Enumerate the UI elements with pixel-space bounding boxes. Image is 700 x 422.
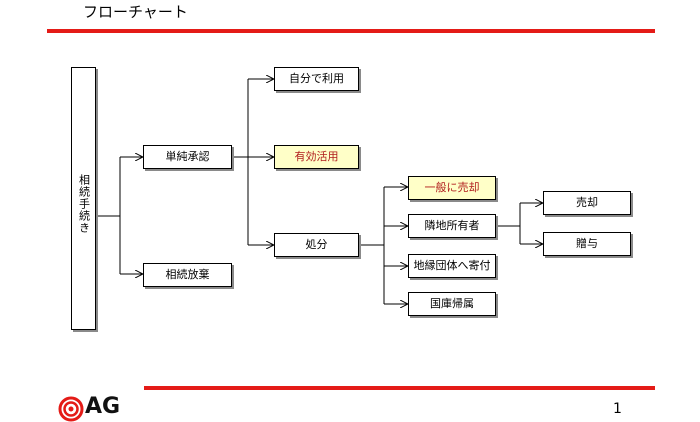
node-general-sale: 一般に売却 [408,176,496,200]
ag-logo-icon [58,396,84,422]
node-effective-use: 有効活用 [274,145,359,169]
node-own-use: 自分で利用 [274,67,359,91]
page-number: 1 [613,401,622,417]
node-gift: 贈与 [543,232,631,256]
node-neighbor-owner: 隣地所有者 [408,214,496,238]
page-title: フローチャート [83,3,188,21]
node-inheritance-procedure: 相続手続き [71,67,96,330]
top-accent-rule [47,29,655,33]
node-inheritance-renunciation: 相続放棄 [143,263,232,287]
node-disposal: 処分 [274,233,359,257]
node-local-group-donation: 地縁団体へ寄付 [408,254,496,278]
node-simple-approval: 単純承認 [143,145,232,169]
logo-wordmark: AG [85,394,121,419]
node-national-treasury: 国庫帰属 [408,292,496,316]
node-sale: 売却 [543,191,631,215]
bottom-accent-rule [144,386,655,390]
